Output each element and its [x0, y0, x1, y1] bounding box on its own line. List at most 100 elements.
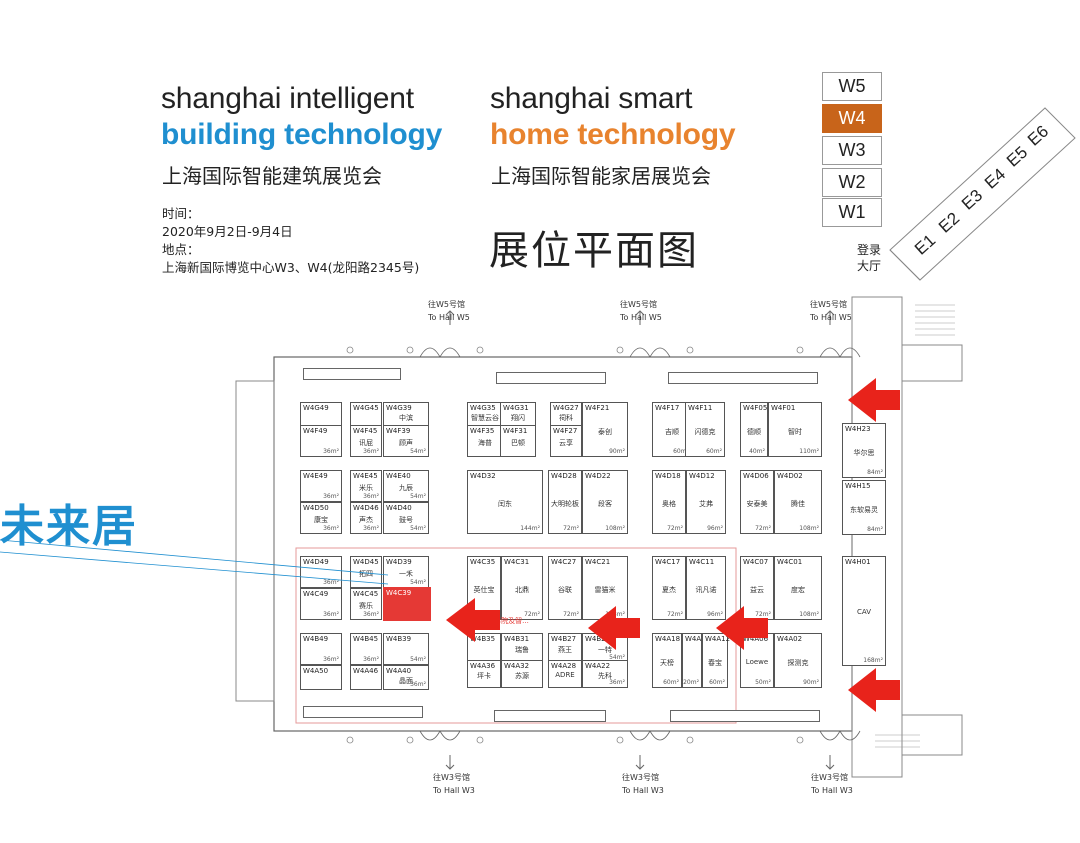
east-halls-outline: [889, 107, 1076, 281]
booth-id: W4A36: [470, 662, 496, 670]
hall-button-w2[interactable]: W2: [822, 168, 882, 197]
highlight-booth[interactable]: W4C39: [383, 587, 431, 621]
booth-id: W4G49: [303, 404, 329, 412]
arrow-to-booth-2: [588, 606, 640, 650]
booth-id: W4D18: [655, 472, 681, 480]
booth-w4a46[interactable]: W4A46: [350, 665, 382, 690]
top-wall-booths-2: [496, 372, 606, 384]
hall-button-w5[interactable]: W5: [822, 72, 882, 101]
booth-w4a50[interactable]: W4A50: [300, 665, 342, 690]
booth-id: W4B35: [470, 635, 496, 643]
hall-button-w1[interactable]: W1: [822, 198, 882, 227]
booth-area: 108m²: [605, 525, 625, 532]
booth-id: W4D45: [353, 558, 379, 566]
booth-area: 36m²: [363, 493, 379, 500]
booth-area: 54m²: [410, 579, 426, 586]
booth-area: 168m²: [863, 657, 883, 664]
booth-name: 一禾: [399, 570, 413, 578]
to-w3-cn-2: 往W3号馆: [622, 773, 659, 782]
booth-name: 谷联: [558, 586, 572, 594]
to-w5-cn-3: 往W5号馆: [810, 300, 847, 309]
hall-button-w4[interactable]: W4: [822, 104, 882, 133]
booth-id: W4G31: [503, 404, 529, 412]
booth-id: W4C17: [655, 558, 681, 566]
to-w5-en-3: To Hall W5: [810, 313, 852, 322]
booth-name: 北鼎: [515, 586, 529, 594]
booth-id: W4B39: [386, 635, 412, 643]
booth-name: 段客: [598, 500, 612, 508]
booth-id: W4G45: [353, 404, 379, 412]
booth-name: CAV: [856, 608, 872, 616]
booth-area: 36m²: [323, 448, 339, 455]
booth-w4c21[interactable]: W4C21雷猫米108m²: [582, 556, 628, 620]
booth-name: 燕王: [558, 646, 572, 654]
time-value: 2020年9月2日-9月4日: [162, 224, 293, 239]
booth-area: 60m²: [663, 679, 679, 686]
hall-button-w3[interactable]: W3: [822, 136, 882, 165]
booth-area: 36m²: [609, 679, 625, 686]
to-w5-en-1: To Hall W5: [428, 313, 470, 322]
booth-name: 大明轮板: [551, 500, 579, 508]
booth-id: W4F05: [743, 404, 768, 412]
booth-id: W4D12: [689, 472, 715, 480]
place-value: 上海新国际博览中心W3、W4(龙阳路2345号): [162, 260, 420, 275]
to-w3-en-2: To Hall W3: [622, 786, 664, 795]
booth-name: 东软易灵: [850, 505, 878, 514]
booth-name: 康宝: [314, 516, 328, 524]
booth-name: 智慧云谷: [471, 414, 499, 422]
arrow-to-booth-3: [716, 606, 768, 650]
booth-id: W4H15: [845, 482, 871, 490]
booth-area: 72m²: [755, 611, 771, 618]
